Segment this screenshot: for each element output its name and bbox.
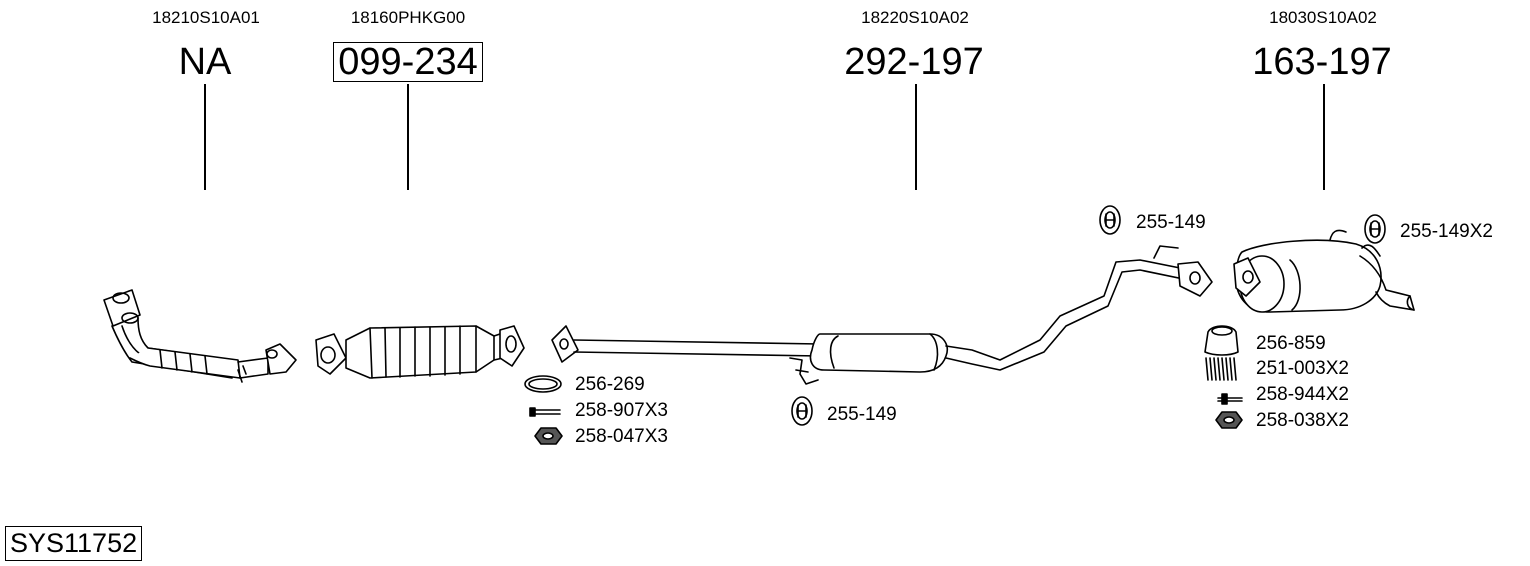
nut-icon (534, 427, 563, 445)
leader-line-rear-silencer (1323, 84, 1325, 190)
bolt-icon (529, 407, 561, 417)
oe-number-catalyst: 18160PHKG00 (350, 8, 466, 27)
part-code-centre-silencer: 292-197 (844, 41, 984, 83)
accessory-label: 258-944X2 (1256, 384, 1349, 405)
catalyst-drawing (315, 325, 525, 379)
accessory-label: 251-003X2 (1256, 358, 1349, 379)
leader-line-catalyst (407, 84, 409, 190)
rubber-hanger-icon (1364, 214, 1386, 244)
leader-line-front-pipe (204, 84, 206, 190)
leader-line-centre-silencer (915, 84, 917, 190)
part-code-rear-silencer: 163-197 (1252, 41, 1392, 83)
accessory-label: 255-149 (827, 404, 897, 425)
accessory-label: 258-907X3 (575, 400, 668, 421)
accessory-label: 255-149 (1136, 212, 1206, 233)
bolt-icon (1217, 393, 1243, 405)
rear-silencer-drawing (1233, 229, 1415, 313)
sealing-ring-icon (1204, 325, 1239, 356)
spring-icon (1205, 357, 1237, 381)
accessory-label: 258-047X3 (575, 426, 668, 447)
rubber-hanger-icon (1099, 205, 1121, 235)
front-pipe-drawing (103, 289, 297, 383)
accessory-label: 258-038X2 (1256, 410, 1349, 431)
oe-number-rear-silencer: 18030S10A02 (1269, 8, 1377, 27)
system-code: SYS11752 (5, 526, 143, 561)
accessory-label: 255-149X2 (1400, 221, 1493, 242)
oe-number-centre-silencer: 18220S10A02 (861, 8, 969, 27)
gasket-ring-icon (524, 375, 562, 393)
rubber-hanger-icon (791, 396, 813, 426)
part-code-front-pipe: NA (178, 41, 232, 83)
oe-number-front-pipe: 18210S10A01 (152, 8, 260, 27)
nut-icon (1215, 411, 1243, 429)
centre-silencer-drawing (551, 245, 1213, 385)
part-code-catalyst: 099-234 (288, 40, 528, 84)
accessory-label: 256-269 (575, 374, 645, 395)
accessory-label: 256-859 (1256, 333, 1326, 354)
part-code-catalyst-box: 099-234 (333, 42, 483, 82)
